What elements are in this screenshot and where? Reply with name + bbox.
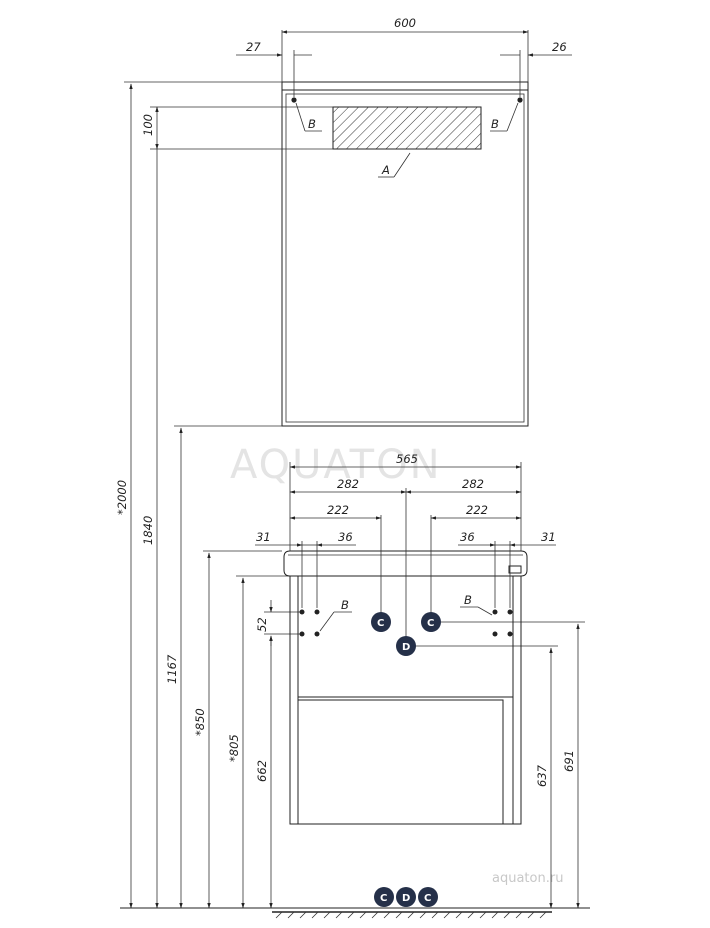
dim-850: *850 — [193, 708, 207, 736]
marker-d-label: D — [402, 642, 410, 653]
marker-d — [396, 636, 416, 656]
cabinet-hole-7 — [492, 631, 498, 637]
dim-1167: 1167 — [165, 654, 179, 684]
mirror-mount-hole-left — [291, 97, 297, 103]
dim-600: 600 — [394, 16, 416, 30]
cabinet-hole-6 — [507, 609, 513, 615]
dim-31-left: 31 — [256, 530, 271, 544]
floor-hatch — [275, 911, 547, 919]
marker-c-right-label: C — [427, 618, 434, 629]
mirror — [281, 81, 529, 427]
dim-282-left: 282 — [337, 477, 359, 491]
mirror-frame — [281, 89, 529, 427]
leader-b-mirror-right — [506, 102, 519, 132]
label-b-cabinet-left: B — [341, 598, 349, 612]
website-text: aquaton.ru — [492, 871, 563, 886]
label-b-cabinet-right: B — [464, 593, 472, 607]
mirror-glass — [285, 93, 525, 423]
dim-26: 26 — [552, 40, 567, 54]
mirror-mount-hole-right — [517, 97, 523, 103]
floor-marker-d — [396, 887, 416, 907]
overflow-slot — [508, 565, 522, 574]
dim-637: 637 — [535, 764, 549, 787]
cabinet-hole-1 — [299, 609, 305, 615]
label-b-mirror-left: B — [308, 117, 316, 131]
dim-222-right: 222 — [466, 503, 488, 517]
cabinet-hole-2 — [314, 609, 320, 615]
cabinet-hole-8 — [507, 631, 513, 637]
floor-marker-c-left — [374, 887, 394, 907]
dim-565: 565 — [396, 452, 418, 466]
watermark-text: AQUATON — [230, 442, 442, 488]
mirror-top-shelf — [281, 81, 529, 91]
dim-31-right: 31 — [541, 530, 556, 544]
dim-1840: 1840 — [141, 516, 155, 545]
dim-100: 100 — [141, 114, 155, 136]
vanity-cabinet — [283, 550, 528, 825]
label-a: A — [381, 163, 390, 177]
marker-c-left — [371, 612, 391, 632]
dim-2000: *2000 — [115, 480, 129, 515]
marker-c-left-label: C — [377, 618, 384, 629]
dim-691: 691 — [562, 750, 576, 772]
floor-marker-c-left-label: C — [380, 893, 387, 904]
drawer-front — [297, 699, 504, 825]
dim-222-left: 222 — [327, 503, 349, 517]
dim-282-right: 282 — [462, 477, 484, 491]
dim-27: 27 — [246, 40, 261, 54]
dim-662: 662 — [255, 760, 269, 782]
mirror-light-zone-a — [332, 106, 482, 150]
dim-805: *805 — [227, 734, 241, 762]
leader-b-mirror-left — [295, 102, 306, 132]
cabinet-hole-4 — [314, 631, 320, 637]
cabinet-hole-3 — [299, 631, 305, 637]
leader-a — [393, 152, 411, 178]
floor-marker-d-label: D — [402, 893, 410, 904]
floor-marker-c-right-label: C — [424, 893, 431, 904]
marker-c-right — [421, 612, 441, 632]
floor-marker-c-right — [418, 887, 438, 907]
dim-36-right: 36 — [460, 530, 475, 544]
label-b-mirror-right: B — [491, 117, 499, 131]
cabinet-hole-5 — [492, 609, 498, 615]
dim-36-left: 36 — [338, 530, 353, 544]
dim-52: 52 — [255, 617, 269, 632]
